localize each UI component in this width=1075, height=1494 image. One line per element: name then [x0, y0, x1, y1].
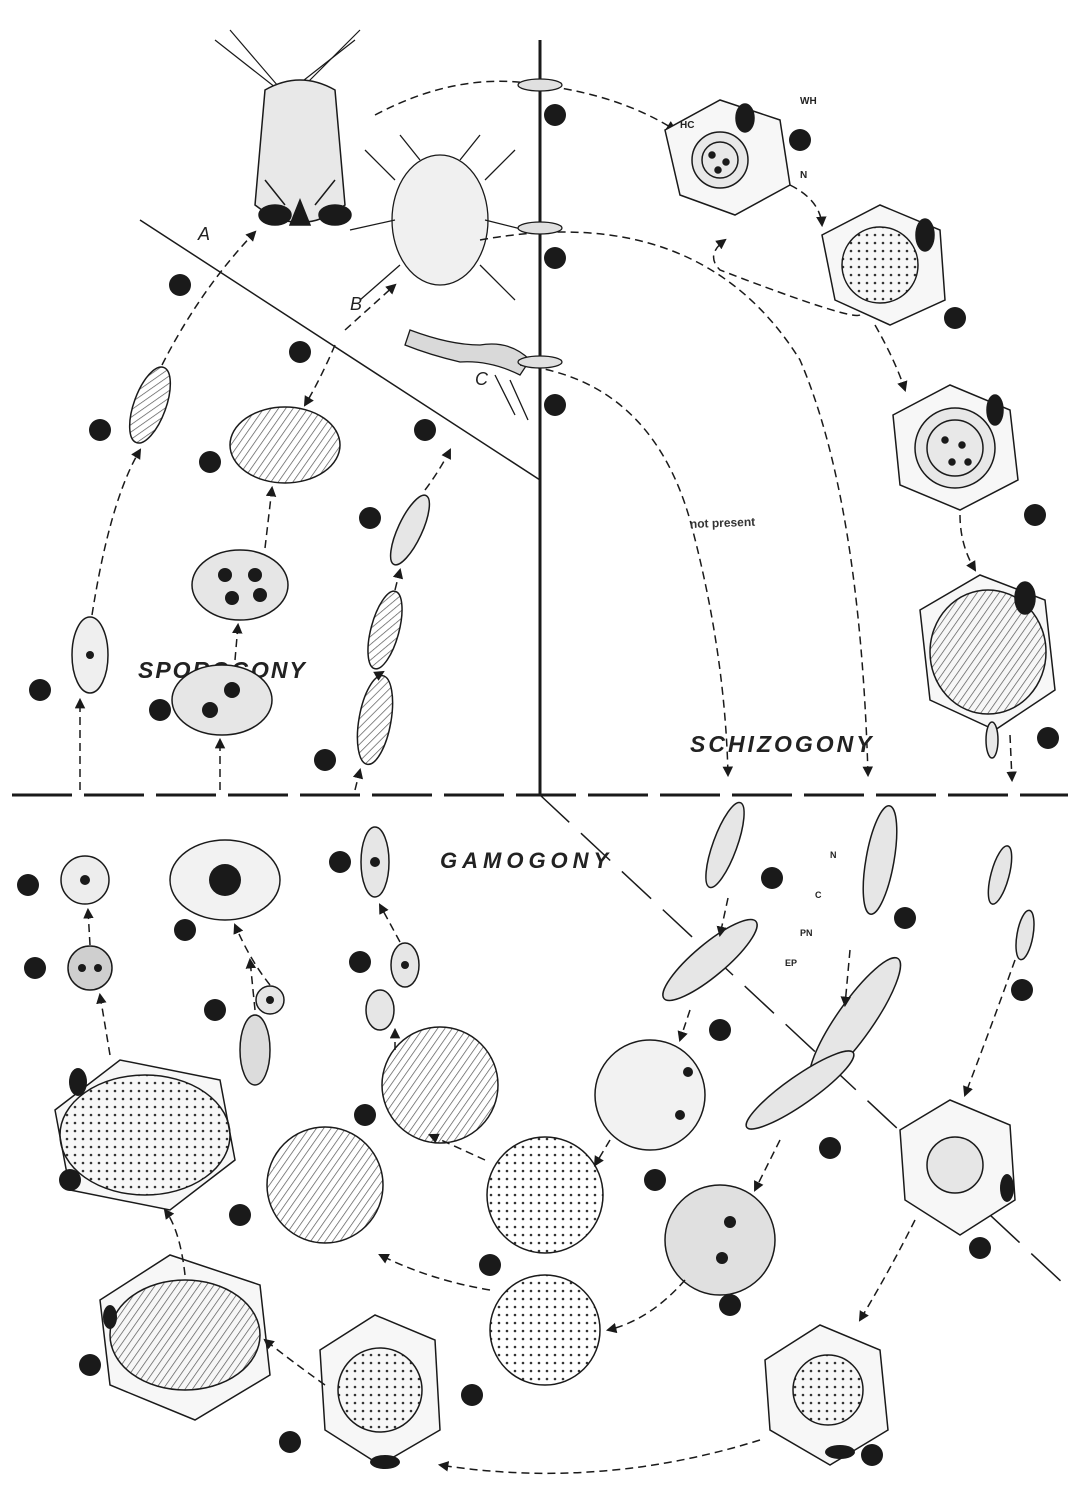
organelle-label: N [830, 850, 837, 860]
organelle-label: C [815, 890, 822, 900]
phase-label-gamogony: GAMOGONY [440, 848, 613, 873]
label-n: N [800, 170, 807, 181]
route-label-a: A [197, 224, 210, 244]
label-hc-top: HC [680, 120, 694, 131]
larva-host [405, 330, 530, 420]
route-label-c: C [475, 369, 489, 389]
organelle-label: EP [785, 958, 797, 968]
phase-label-schizogony: SCHIZOGONY [690, 731, 875, 757]
schizogony-cells [665, 100, 1055, 758]
organelle-label: PN [800, 928, 813, 938]
sporogony-cells [72, 362, 437, 767]
gamogony-cells [55, 799, 1037, 1465]
mosquito-host [215, 30, 360, 225]
annotation-not-present: not present [690, 515, 756, 531]
organelle-labels: N C PN EP [785, 850, 837, 968]
label-wh: WH [800, 96, 817, 107]
route-label-b: B [350, 294, 362, 314]
bug-host [350, 135, 525, 300]
